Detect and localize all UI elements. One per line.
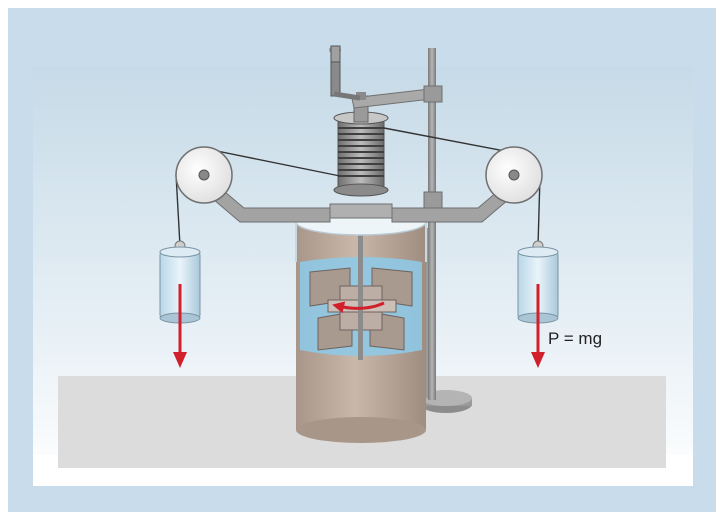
- crossbar: [199, 175, 523, 223]
- force-arrow-icon: [173, 284, 187, 368]
- weight-force-label: P = mg: [548, 329, 602, 348]
- calorimeter-vessel: [295, 208, 427, 443]
- pulley-left: [175, 146, 233, 204]
- paddle-shaft: [358, 210, 363, 360]
- string-spool-icon: [333, 111, 389, 197]
- crank-handle-icon: [329, 45, 443, 123]
- force-arrow-icon: [531, 284, 545, 368]
- rotation-arrow-icon: [332, 301, 385, 314]
- stand-rod: [428, 48, 436, 400]
- pulley-right: [485, 146, 543, 204]
- stand-clamp-lower: [423, 191, 443, 209]
